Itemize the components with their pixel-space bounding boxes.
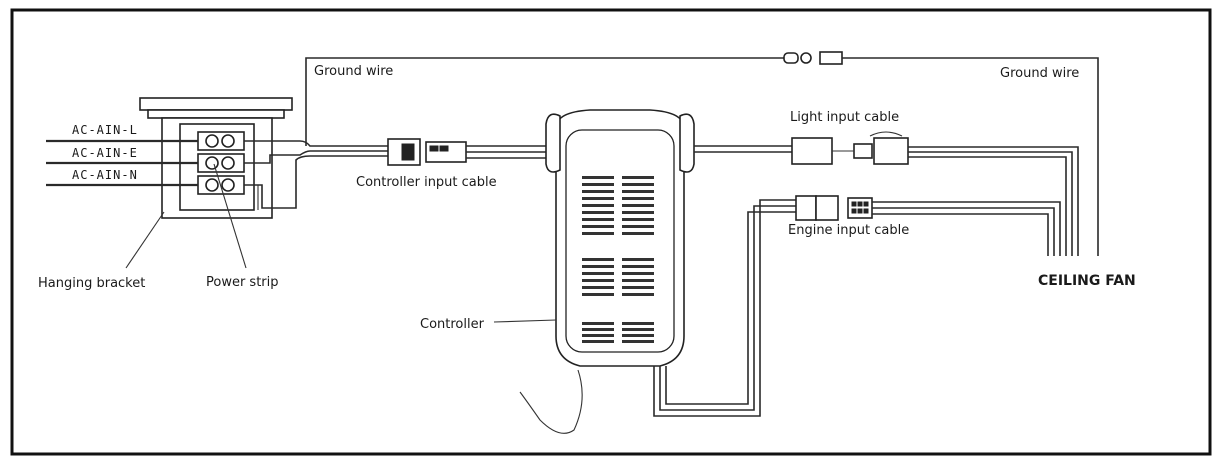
engine-wires-from-controller <box>653 199 796 417</box>
vent-slot <box>582 183 614 186</box>
engine-to-fan-wires <box>872 201 1061 256</box>
vent-slot <box>622 328 654 331</box>
vent-slot <box>582 340 614 343</box>
vent-slot <box>582 286 614 289</box>
vent-slot <box>622 211 654 214</box>
ac-e-label: AC-AIN-E <box>72 146 138 160</box>
light-to-fan-wires <box>908 146 1079 256</box>
vent-slot <box>622 340 654 343</box>
light-input-cable-label: Light input cable <box>790 110 899 125</box>
vent-slot <box>622 322 654 325</box>
vent-slot <box>582 232 614 235</box>
vent-slot <box>622 279 654 282</box>
ceiling-fan-label: CEILING FAN <box>1038 273 1136 289</box>
vent-slot <box>582 225 614 228</box>
antenna-wire <box>519 369 583 434</box>
vent-slot <box>582 197 614 200</box>
vent-slot <box>622 293 654 296</box>
power-strip-label: Power strip <box>206 275 279 290</box>
ac-l-label: AC-AIN-L <box>72 123 138 137</box>
vent-slot <box>622 197 654 200</box>
vent-slot <box>582 279 614 282</box>
vent-slot <box>582 328 614 331</box>
controller-body <box>545 109 695 367</box>
engine-input-cable-label: Engine input cable <box>788 223 909 238</box>
vent-slot <box>582 293 614 296</box>
vent-slot <box>622 225 654 228</box>
vent-slot <box>622 232 654 235</box>
controller-input-connector <box>387 138 548 166</box>
light-input-connector <box>791 131 909 165</box>
vent-slot <box>582 218 614 221</box>
vent-slot <box>582 258 614 261</box>
vent-slot <box>582 204 614 207</box>
vent-slot <box>582 190 614 193</box>
ground-wire-left-label: Ground wire <box>314 64 393 79</box>
vent-slot <box>622 272 654 275</box>
vent-slot <box>622 190 654 193</box>
vent-slot <box>622 176 654 179</box>
controller-vents <box>582 176 654 343</box>
hanging-bracket-label: Hanging bracket <box>38 276 145 291</box>
vent-slot <box>622 218 654 221</box>
vent-slot <box>622 265 654 268</box>
controller-leader <box>493 319 557 323</box>
controller-input-cable-label: Controller input cable <box>356 175 497 190</box>
controller-label: Controller <box>420 317 485 332</box>
controller-to-light-wires <box>694 145 792 153</box>
hanging-bracket-leader <box>125 211 165 269</box>
vent-slot <box>582 322 614 325</box>
ac-input-wires <box>46 139 198 187</box>
vent-slot <box>582 272 614 275</box>
vent-slot <box>622 183 654 186</box>
power-strip-leader <box>213 163 247 269</box>
ground-wire-right-label: Ground wire <box>1000 66 1079 81</box>
vent-slot <box>622 204 654 207</box>
ac-n-label: AC-AIN-N <box>72 168 138 182</box>
vent-slot <box>582 334 614 337</box>
vent-slot <box>622 334 654 337</box>
engine-input-connector <box>795 195 873 221</box>
vent-slot <box>622 258 654 261</box>
vent-slot <box>582 265 614 268</box>
diagram-frame <box>10 8 1212 456</box>
vent-slot <box>622 286 654 289</box>
power-strip <box>179 123 255 211</box>
ground-wire <box>305 51 1099 256</box>
vent-slot <box>582 176 614 179</box>
vent-slot <box>582 211 614 214</box>
